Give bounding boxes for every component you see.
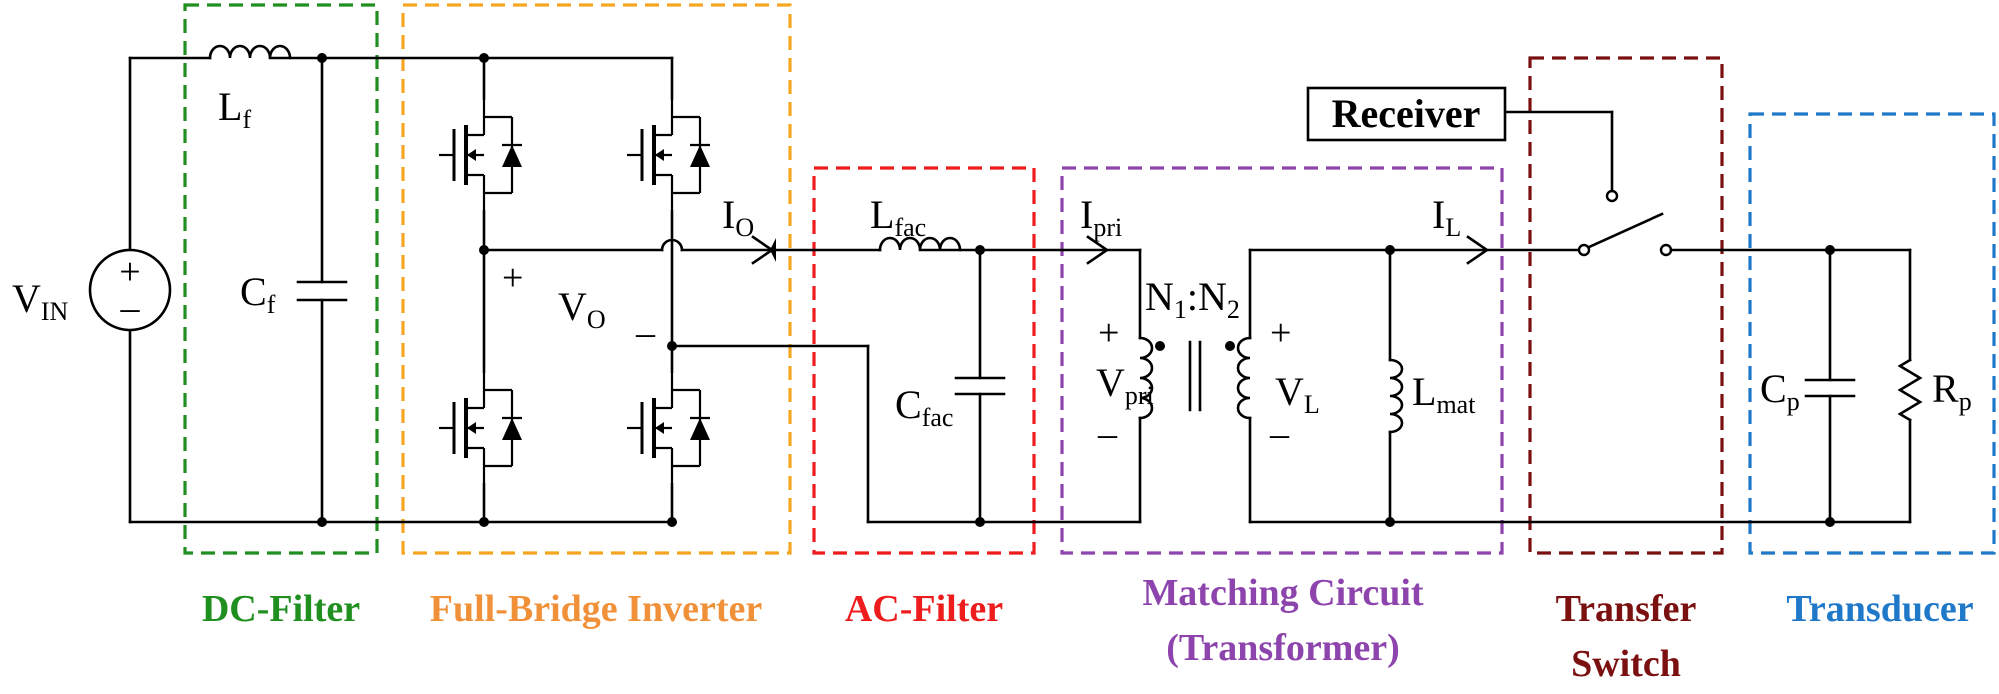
rp-resistor	[1897, 248, 1923, 524]
svg-text:–: –	[120, 287, 141, 329]
lf-label: Lf	[218, 84, 251, 134]
lf-inductor	[208, 44, 292, 60]
cp-label: Cp	[1760, 366, 1800, 416]
caption-dc-filter: DC-Filter	[202, 588, 360, 630]
vin-label: VIN	[12, 276, 69, 326]
vpri-plus: +	[1098, 312, 1119, 354]
rp-label: Rp	[1932, 366, 1972, 416]
vl-plus: +	[1270, 312, 1291, 354]
cfac-label: Cfac	[895, 382, 953, 432]
secondary-winding	[1236, 248, 1252, 524]
lfac-label: Lfac	[870, 192, 926, 242]
ipri-label: Ipri	[1080, 192, 1122, 242]
vl-label: VL	[1275, 369, 1320, 419]
vo-minus: –	[635, 312, 656, 354]
ac-filter-box	[812, 166, 1036, 555]
transformer-core	[1188, 340, 1202, 412]
cf-label: Cf	[240, 269, 276, 319]
caption-transducer: Transducer	[1786, 588, 1973, 630]
vpri-minus: –	[1097, 413, 1118, 455]
caption-inverter: Full-Bridge Inverter	[430, 588, 763, 630]
inverter-box	[401, 3, 792, 555]
il-label: IL	[1432, 192, 1461, 242]
switch-q2	[625, 98, 712, 212]
caption-matching-1: Matching Circuit	[1142, 572, 1423, 614]
transducer-box	[1748, 112, 1996, 555]
switch-q3	[437, 371, 524, 485]
vo-label: VO	[558, 284, 606, 334]
caption-switch-1: Transfer	[1556, 588, 1697, 630]
switch-q1	[437, 98, 524, 212]
matching-box	[1060, 166, 1504, 555]
cf-capacitor	[296, 56, 348, 524]
primary-winding	[1138, 248, 1154, 524]
io-label: IO	[722, 192, 754, 242]
dc-filter-box	[183, 3, 379, 555]
receiver-box: Receiver	[1306, 86, 1507, 142]
switch-q4	[625, 371, 712, 485]
vo-plus: +	[502, 257, 523, 299]
vpri-label: Vpri	[1096, 360, 1154, 410]
caption-switch-2: Switch	[1571, 643, 1681, 685]
vl-minus: –	[1269, 413, 1290, 455]
svg-text:+: +	[119, 251, 140, 293]
lmat-inductor	[1388, 248, 1404, 524]
switch-box	[1528, 56, 1724, 555]
lmat-label: Lmat	[1412, 369, 1476, 419]
turns-ratio-label: N1:N2	[1145, 274, 1240, 324]
cp-capacitor	[1804, 248, 1856, 524]
svg-text:Receiver: Receiver	[1332, 91, 1481, 136]
caption-matching-2: (Transformer)	[1166, 627, 1400, 669]
input-source: + –	[88, 56, 172, 524]
transfer-switch	[1503, 110, 1912, 257]
cfac-capacitor	[954, 248, 1006, 524]
caption-ac-filter: AC-Filter	[845, 588, 1003, 630]
